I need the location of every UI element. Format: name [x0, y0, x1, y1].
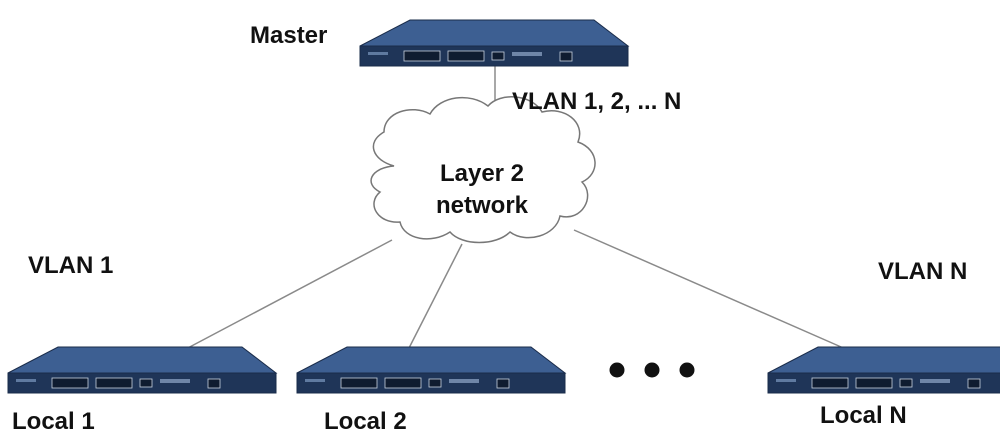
ellipsis-dot [609, 362, 625, 378]
local-n-label: Local N [820, 402, 907, 429]
master-switch-icon [359, 19, 629, 67]
vlan-all-label: VLAN 1, 2, ... N [512, 88, 682, 115]
master-label: Master [250, 22, 328, 49]
local-2-switch-icon [296, 346, 566, 394]
vlan-1-label: VLAN 1 [28, 252, 114, 279]
local-1-switch-icon [7, 346, 277, 394]
local-n-switch-icon [767, 346, 1000, 394]
cloud-label-line1: Layer 2 [439, 160, 525, 187]
local-1-label: Local 1 [12, 408, 95, 435]
ellipsis-dot [679, 362, 695, 378]
cloud-label-line2: network [435, 192, 528, 219]
ellipsis-dots [609, 362, 695, 378]
link-cloud-local-2 [407, 243, 463, 351]
layer2-cloud [370, 96, 596, 244]
ellipsis-dot [644, 362, 660, 378]
cloud-label: Layer 2 network [402, 158, 562, 222]
link-cloud-local-n [573, 229, 849, 351]
vlan-n-label: VLAN N [878, 258, 968, 285]
link-cloud-local-1 [183, 239, 393, 351]
local-2-label: Local 2 [324, 408, 407, 435]
